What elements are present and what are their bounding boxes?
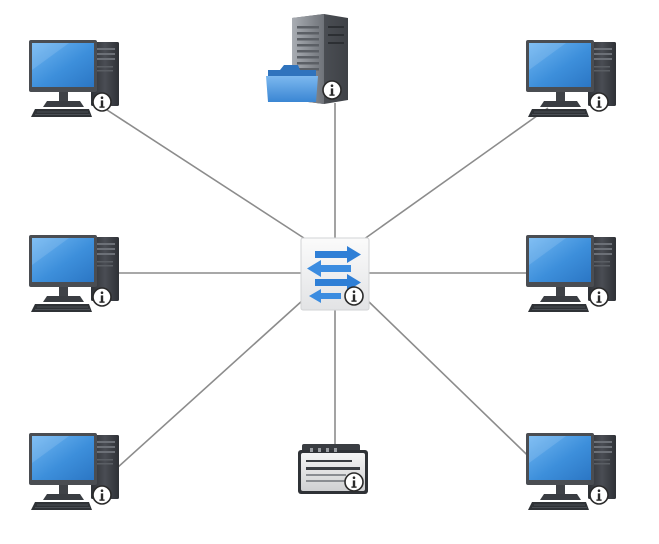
switch-icon[interactable] — [300, 237, 370, 311]
desktop-computer-icon[interactable] — [29, 235, 119, 312]
link-to-pc-bottom-left — [106, 299, 304, 478]
link-to-pc-top-right — [359, 107, 549, 243]
desktop-computer-icon[interactable] — [29, 433, 119, 510]
desktop-computer-icon[interactable] — [526, 235, 616, 312]
printer-icon[interactable] — [298, 444, 368, 494]
network-links — [103, 103, 551, 478]
desktop-computer-icon[interactable] — [526, 433, 616, 510]
desktop-computer-icon[interactable] — [526, 40, 616, 117]
link-to-pc-top-left — [103, 107, 311, 243]
file-server-icon[interactable] — [266, 14, 348, 104]
desktop-computer-icon[interactable] — [29, 40, 119, 117]
link-to-pc-bottom-right — [366, 299, 551, 478]
